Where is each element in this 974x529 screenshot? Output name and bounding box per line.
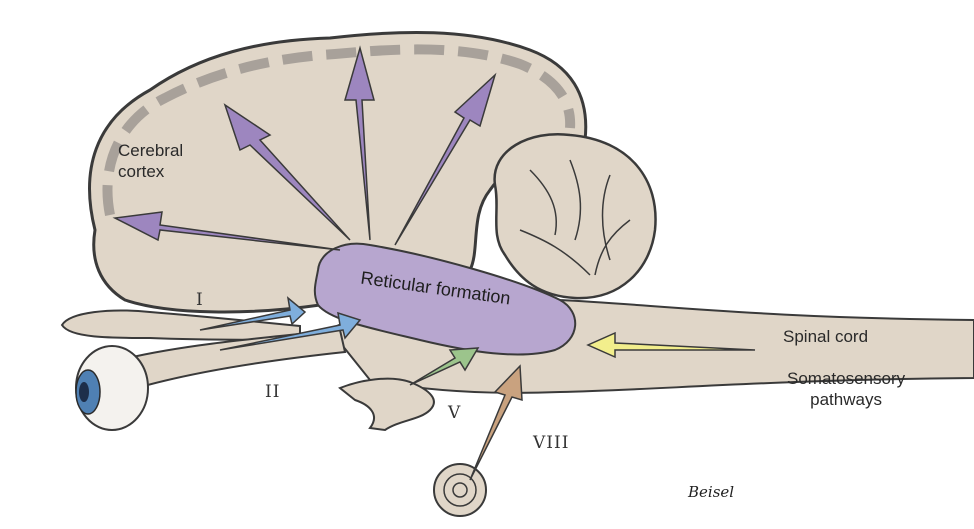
pupil <box>79 382 89 402</box>
projection-arrows <box>112 45 497 251</box>
trigeminal-arrow <box>409 347 480 386</box>
gyri-shadow <box>102 44 576 216</box>
projection-arrow-3 <box>344 45 375 241</box>
label-somatosensory-pathways: Somatosensory pathways <box>787 369 906 409</box>
reticular-formation-region <box>313 242 577 356</box>
optic-nerve <box>118 328 347 392</box>
label-nerve-ii: II <box>265 382 281 402</box>
optic-olfactory-arrows <box>199 296 362 351</box>
label-nerve-viii: VIII <box>533 433 570 453</box>
label-nerve-i: I <box>196 290 204 310</box>
cochlea <box>433 463 487 517</box>
cerebellum-folia <box>519 159 631 276</box>
label-cerebral-cortex: Cerebral cortex <box>118 141 184 181</box>
label-spinal-cord: Spinal cord <box>783 327 869 346</box>
artist-signature: Beisel <box>688 483 735 501</box>
cerebellum <box>493 132 657 300</box>
spinal-arrow <box>586 331 756 359</box>
auditory-arrow <box>469 364 523 481</box>
trigeminal-nerve <box>338 377 435 432</box>
projection-arrow-1 <box>112 211 341 251</box>
olfactory-bulb <box>60 309 301 342</box>
projection-arrow-4 <box>394 72 497 246</box>
projection-arrow-2 <box>223 103 351 241</box>
label-nerve-v: V <box>448 403 462 423</box>
